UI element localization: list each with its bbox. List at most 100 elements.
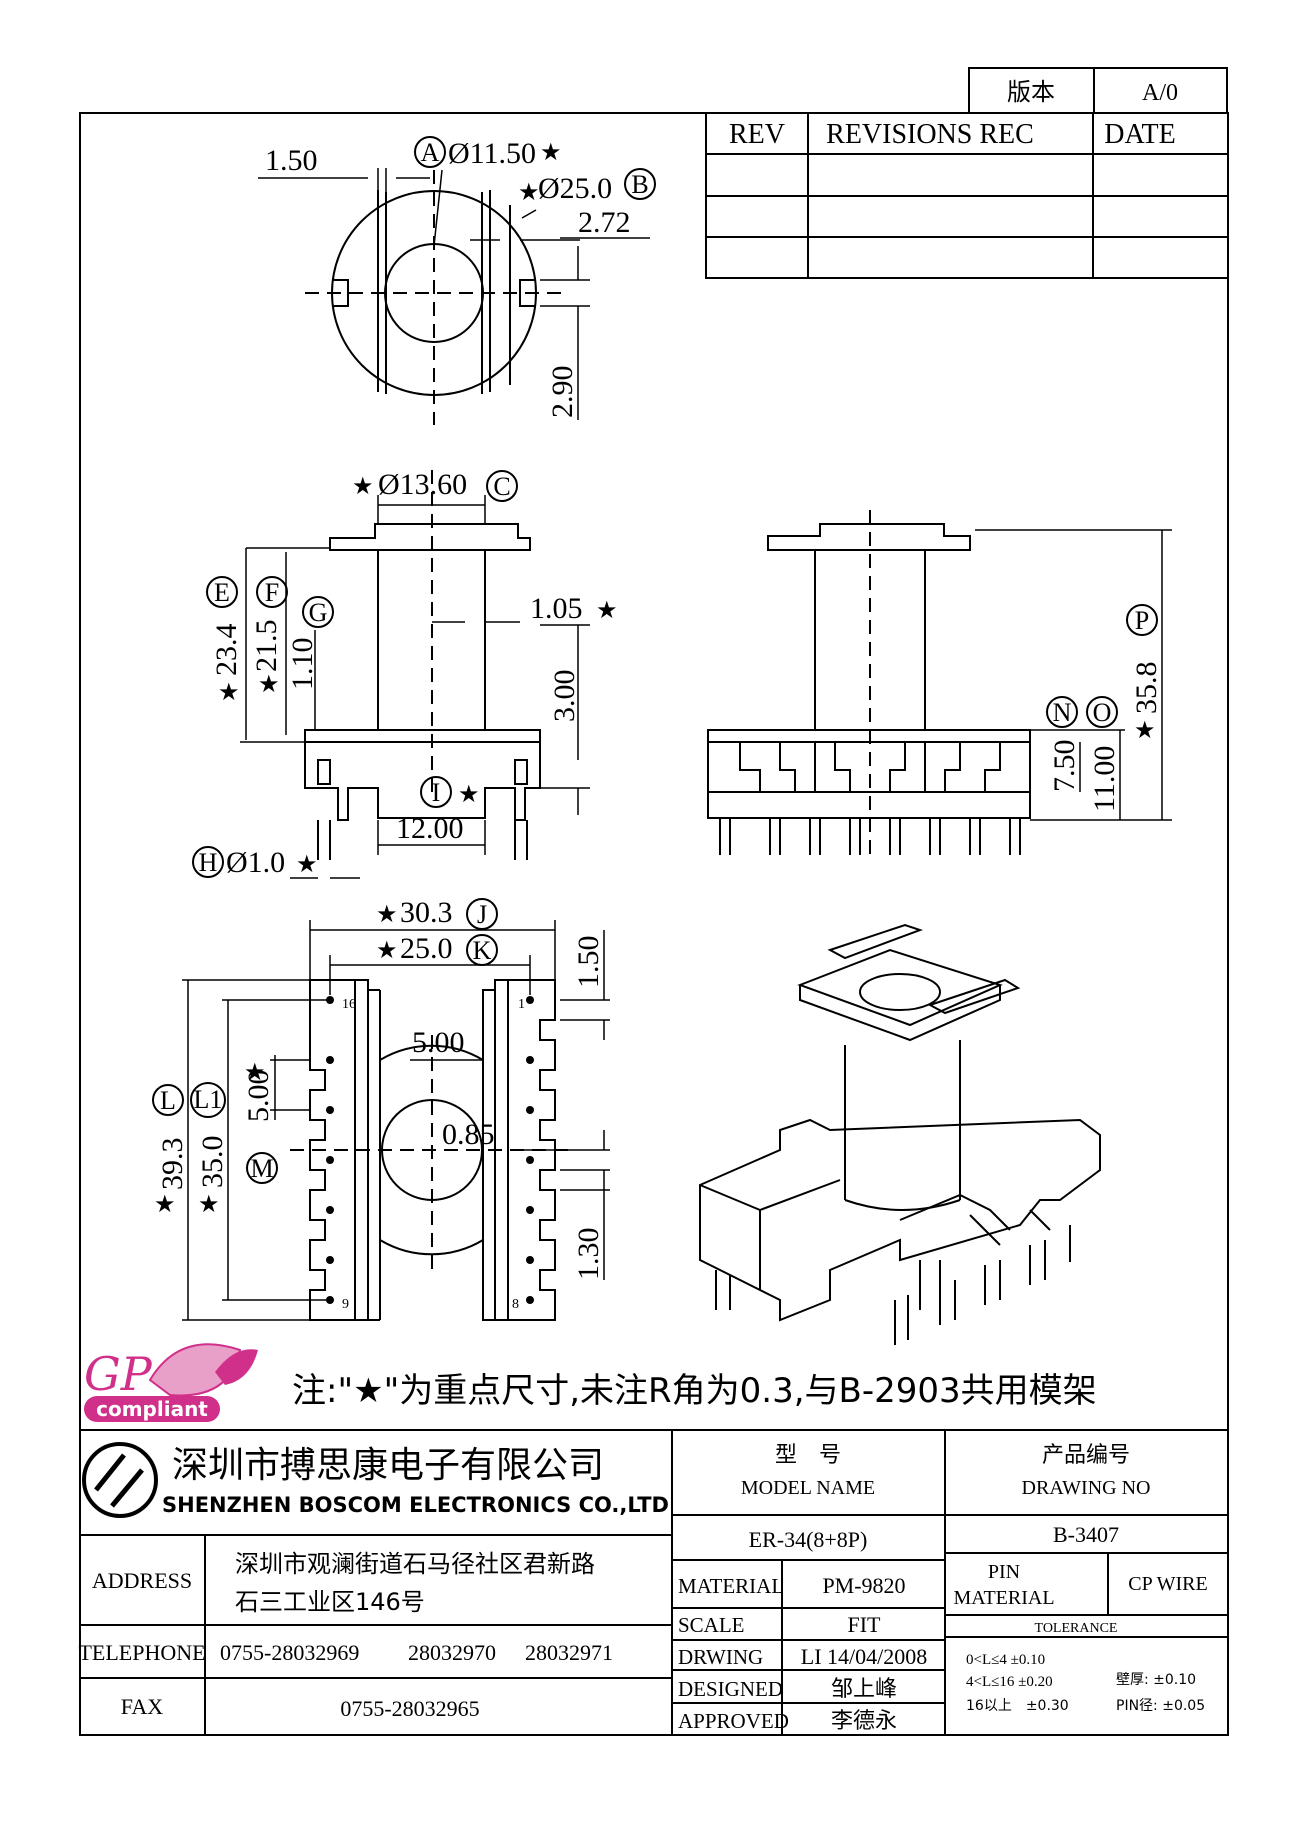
star-m: ★: [244, 1058, 266, 1086]
dim-11-00: 11.00: [1088, 746, 1121, 812]
dim-21-5: 21.5: [250, 620, 283, 673]
compliant-text: compliant: [96, 1397, 208, 1421]
dim-1-50-top: 1.50: [265, 144, 318, 177]
label-a: A: [421, 138, 440, 167]
dim-0-85: 0.85: [442, 1118, 495, 1151]
star-i: ★: [458, 780, 480, 808]
pin-9: 9: [342, 1297, 349, 1312]
gp-text: GP: [84, 1347, 153, 1401]
star-a: ★: [540, 138, 562, 166]
dim-c-value: Ø13.60: [378, 468, 467, 501]
star-l1: ★: [198, 1190, 220, 1218]
star-b: ★: [518, 178, 540, 206]
pin-material-label-1: PIN: [988, 1561, 1020, 1583]
dim-2-72: 2.72: [578, 206, 631, 239]
material-label: MATERIAL: [678, 1574, 784, 1598]
label-m: M: [250, 1154, 273, 1183]
fax-label: FAX: [121, 1694, 163, 1719]
pin-1: 1: [518, 997, 525, 1012]
drawing-value: B-3407: [1053, 1522, 1119, 1547]
label-f: F: [265, 578, 279, 607]
material-value: PM-9820: [822, 1573, 905, 1598]
dim-25-0: 25.0: [400, 932, 453, 965]
approved-label: APPROVED: [678, 1709, 789, 1733]
telephone-3: 28032971: [525, 1640, 613, 1665]
label-k: K: [473, 936, 492, 965]
version-label: 版本: [1007, 78, 1055, 106]
label-p: P: [1135, 606, 1149, 635]
approved-value: 李德永: [831, 1709, 897, 1734]
pin-16: 16: [342, 997, 356, 1012]
version-value: A/0: [1142, 80, 1178, 106]
dim-5-00-center: 5.00: [412, 1026, 465, 1059]
label-c: C: [493, 472, 510, 501]
drawing-by-label: DRWING: [678, 1645, 763, 1669]
bottom-view: [182, 920, 610, 1321]
tolerance-2: 4<L≤16 ±0.20: [966, 1674, 1053, 1690]
drawing-by-value: LI 14/04/2008: [801, 1644, 928, 1669]
pin-diameter-tolerance: PIN径: ±0.05: [1116, 1698, 1205, 1714]
label-i: I: [432, 778, 441, 807]
label-b: B: [631, 170, 648, 199]
address-line2: 石三工业区146号: [235, 1588, 425, 1616]
dim-12-00: 12.00: [396, 812, 464, 845]
address-label: ADDRESS: [92, 1568, 192, 1593]
dim-39-3: 39.3: [156, 1138, 189, 1191]
label-n: N: [1053, 698, 1072, 727]
star-h: ★: [296, 850, 318, 878]
pin-material-value: CP WIRE: [1128, 1573, 1207, 1595]
model-label-cn: 型 号: [775, 1443, 841, 1468]
tolerance-1: 0<L≤4 ±0.10: [966, 1652, 1045, 1668]
scale-value: FIT: [848, 1612, 882, 1637]
isometric-view: [699, 923, 1101, 1345]
star-e: ★: [218, 678, 240, 706]
dim-h-value: Ø1.0: [226, 846, 285, 879]
pin-material-label-2: MATERIAL: [953, 1587, 1054, 1609]
dim-7-50: 7.50: [1048, 740, 1081, 793]
dim-1-10: 1.10: [286, 638, 319, 691]
title-block: [80, 1429, 1228, 1735]
drawing-label-cn: 产品编号: [1042, 1443, 1130, 1468]
tolerance-label: TOLERANCE: [1035, 1621, 1118, 1636]
front-view: [240, 470, 590, 879]
star-k: ★: [376, 936, 398, 964]
star-f: ★: [258, 670, 280, 698]
dim-35-0: 35.0: [196, 1136, 229, 1189]
label-g: G: [309, 598, 328, 627]
revisions-rec-header: REVISIONS REC: [826, 119, 1034, 150]
dim-30-3: 30.3: [400, 896, 453, 929]
drawing-label-en: DRAWING NO: [1022, 1477, 1151, 1499]
tolerance-3: 16以上 ±0.30: [966, 1698, 1069, 1714]
model-value: ER-34(8+8P): [749, 1527, 868, 1552]
dim-1-30: 1.30: [572, 1228, 605, 1281]
pin-8: 8: [512, 1297, 519, 1312]
designed-label: DESIGNED: [678, 1677, 783, 1701]
fax-value: 0755-28032965: [340, 1696, 479, 1721]
telephone-label: TELEPHONE: [78, 1640, 205, 1665]
label-e: E: [214, 578, 230, 607]
note-text: 注:"★"为重点尺寸,未注R角为0.3,与B-2903共用模架: [292, 1371, 1097, 1411]
side-view: [707, 510, 1172, 860]
star-1-05: ★: [596, 596, 618, 624]
dim-1-05: 1.05: [530, 592, 583, 625]
designed-value: 邹上峰: [831, 1677, 897, 1702]
company-name-cn: 深圳市搏思康电子有限公司: [172, 1445, 604, 1486]
label-j: J: [477, 900, 487, 929]
dim-b-value: Ø25.0: [538, 172, 612, 205]
date-header: DATE: [1104, 119, 1176, 150]
top-view: [258, 168, 650, 425]
gp-compliant-logo: GP compliant: [84, 1343, 258, 1422]
scale-label: SCALE: [678, 1613, 745, 1637]
dim-2-90: 2.90: [546, 366, 579, 419]
star-c: ★: [352, 472, 374, 500]
star-j: ★: [376, 900, 398, 928]
company-name-en: SHENZHEN BOSCOM ELECTRONICS CO.,LTD: [162, 1493, 669, 1517]
sheet-border: [79, 112, 1229, 1736]
address-line1: 深圳市观澜街道石马径社区君新路: [235, 1550, 595, 1578]
label-h: H: [199, 848, 218, 877]
telephone-2: 28032970: [408, 1640, 496, 1665]
dim-35-8: 35.8: [1130, 662, 1163, 715]
wall-tolerance: 壁厚: ±0.10: [1116, 1672, 1196, 1688]
rev-header: REV: [729, 119, 785, 150]
